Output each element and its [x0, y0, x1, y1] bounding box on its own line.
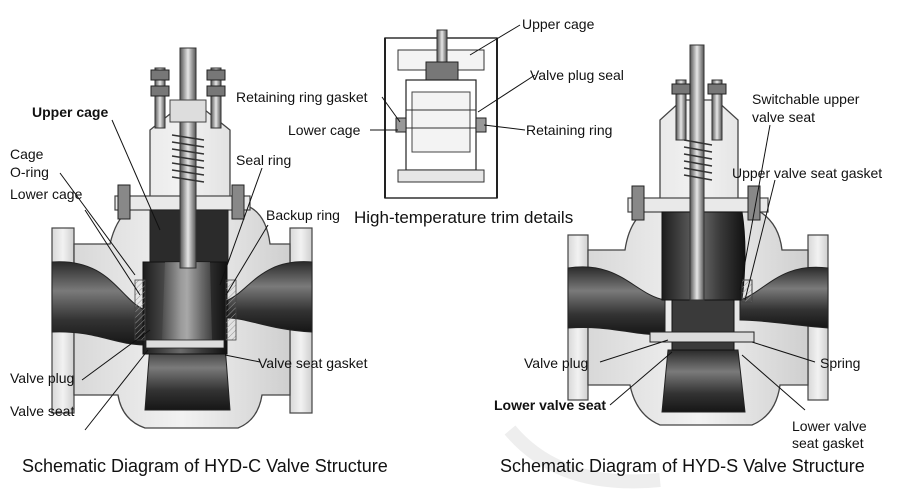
- label-backup-ring: Backup ring: [266, 207, 340, 223]
- label-retaining-ring-gasket: Retaining ring gasket: [236, 89, 368, 105]
- label-cage-o-ring: Cage O-ring: [10, 146, 49, 180]
- label-lower-valve-seat: Lower valve seat: [494, 397, 607, 413]
- label-valve-plug-seal: Valve plug seal: [530, 67, 624, 83]
- label-upper-cage-left: Upper cage: [32, 104, 109, 120]
- hyd-c-body: [51, 47, 313, 429]
- trim-detail-title: High-temperature trim details: [354, 208, 574, 227]
- label-valve-plug-right: Valve plug: [524, 355, 589, 371]
- hyd-s-body: [567, 44, 829, 426]
- label-lower-cage-trim: Lower cage: [288, 122, 361, 138]
- label-retaining-ring: Retaining ring: [526, 122, 613, 138]
- label-switchable-upper-valve-seat: Switchable upper valve seat: [752, 91, 860, 125]
- caption-hyd-c: Schematic Diagram of HYD-C Valve Structu…: [22, 456, 388, 476]
- label-seal-ring: Seal ring: [236, 152, 292, 168]
- hyd-c-leader-lines: [59, 119, 269, 431]
- label-valve-seat: Valve seat: [10, 403, 75, 419]
- label-upper-valve-seat-gasket: Upper valve seat gasket: [732, 165, 883, 181]
- label-valve-seat-gasket: Valve seat gasket: [258, 355, 368, 371]
- trim-detail-drawing: [384, 29, 498, 199]
- label-spring: Spring: [820, 355, 861, 371]
- trim-leader-lines: [370, 24, 536, 131]
- hyd-s-leader-lines: [599, 124, 816, 411]
- label-valve-plug-left: Valve plug: [10, 370, 75, 386]
- label-upper-cage-trim: Upper cage: [522, 16, 595, 32]
- label-lower-valve-seat-gasket: Lower valve seat gasket: [792, 418, 867, 451]
- watermark-arc: [504, 425, 661, 489]
- label-lower-cage-left: Lower cage: [10, 186, 83, 202]
- caption-hyd-s: Schematic Diagram of HYD-S Valve Structu…: [500, 456, 865, 476]
